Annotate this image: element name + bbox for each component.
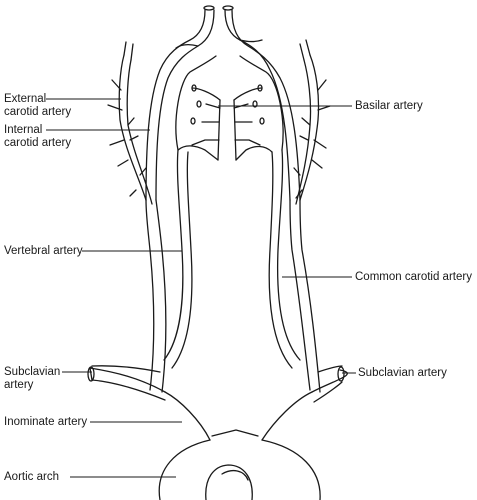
label-subclavian-left-line2: artery	[4, 379, 34, 391]
label-aortic-arch: Aortic arch	[4, 471, 59, 483]
subclavian-arteries	[87, 365, 348, 403]
label-internal-carotid-line1: Internal	[4, 124, 43, 136]
label-external-carotid-line1: External	[4, 93, 47, 105]
label-basilar: Basilar artery	[355, 100, 423, 112]
label-subclavian-left: Subclavian artery	[4, 366, 60, 392]
label-common-carotid: Common carotid artery	[355, 271, 472, 283]
label-external-carotid: External carotid artery	[4, 93, 71, 119]
aortic-arch	[158, 439, 321, 500]
label-internal-carotid: Internal carotid artery	[4, 124, 71, 150]
common-carotid-arteries	[145, 199, 321, 393]
label-subclavian-right: Subclavian artery	[358, 367, 447, 379]
label-vertebral: Vertebral artery	[4, 245, 83, 257]
label-innominate: Inominate artery	[4, 416, 88, 428]
leader-lines	[46, 98, 356, 478]
internal-carotid-arteries	[145, 5, 301, 201]
external-carotid-arteries	[107, 39, 331, 205]
vertebral-arteries	[163, 145, 301, 369]
label-internal-carotid-line2: carotid artery	[4, 137, 72, 149]
innominate-artery	[164, 391, 313, 441]
basilar-artery	[190, 84, 265, 161]
label-subclavian-left-line1: Subclavian	[4, 366, 61, 378]
label-external-carotid-line2: carotid artery	[4, 106, 72, 118]
